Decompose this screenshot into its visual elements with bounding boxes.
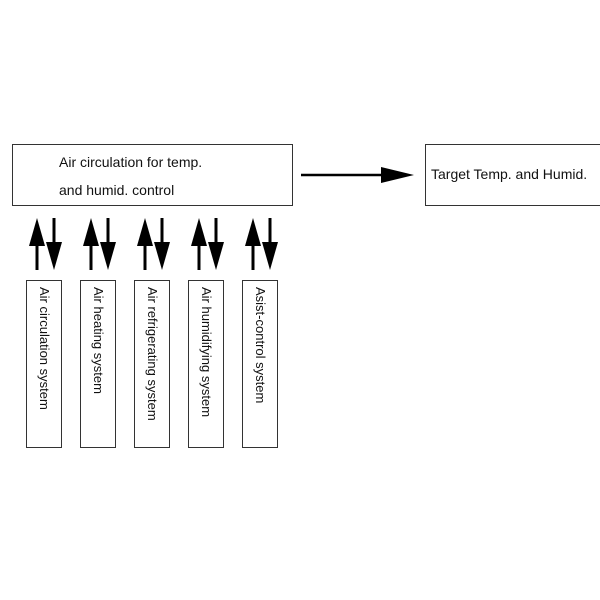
subsystem-box-air-circulation: Air circulation system bbox=[26, 280, 62, 448]
subsystem-box-air-humidifying: Air humidifying system bbox=[188, 280, 224, 448]
subsystem-label-air-circulation: Air circulation system bbox=[37, 287, 52, 410]
main-box-line-1: Air circulation for temp. bbox=[59, 154, 203, 170]
bidirectional-arrow-air-heating bbox=[83, 218, 116, 270]
bidirectional-arrow-air-humidifying bbox=[191, 218, 224, 270]
subsystem-box-air-heating: Air heating system bbox=[80, 280, 116, 448]
subsystem-label-asist-control: Asist-control system bbox=[253, 287, 268, 404]
main-box-line-2: and humid. control bbox=[59, 182, 175, 198]
bidirectional-arrow-asist-control bbox=[245, 218, 278, 270]
subsystem-box-asist-control: Asist-control system bbox=[242, 280, 278, 448]
bidirectional-arrow-air-refrigerating bbox=[137, 218, 170, 270]
target-box: Target Temp. and Humid. bbox=[425, 144, 600, 206]
main-to-target-arrow bbox=[301, 167, 414, 183]
target-label: Target Temp. and Humid. bbox=[431, 166, 588, 182]
subsystem-label-air-heating: Air heating system bbox=[91, 287, 106, 394]
subsystem-box-air-refrigerating: Air refrigerating system bbox=[134, 280, 170, 448]
main-control-box: Air circulation for temp. and humid. con… bbox=[12, 144, 293, 206]
subsystem-label-air-humidifying: Air humidifying system bbox=[199, 287, 214, 418]
bidirectional-arrow-air-circulation bbox=[29, 218, 62, 270]
subsystem-label-air-refrigerating: Air refrigerating system bbox=[145, 287, 160, 421]
